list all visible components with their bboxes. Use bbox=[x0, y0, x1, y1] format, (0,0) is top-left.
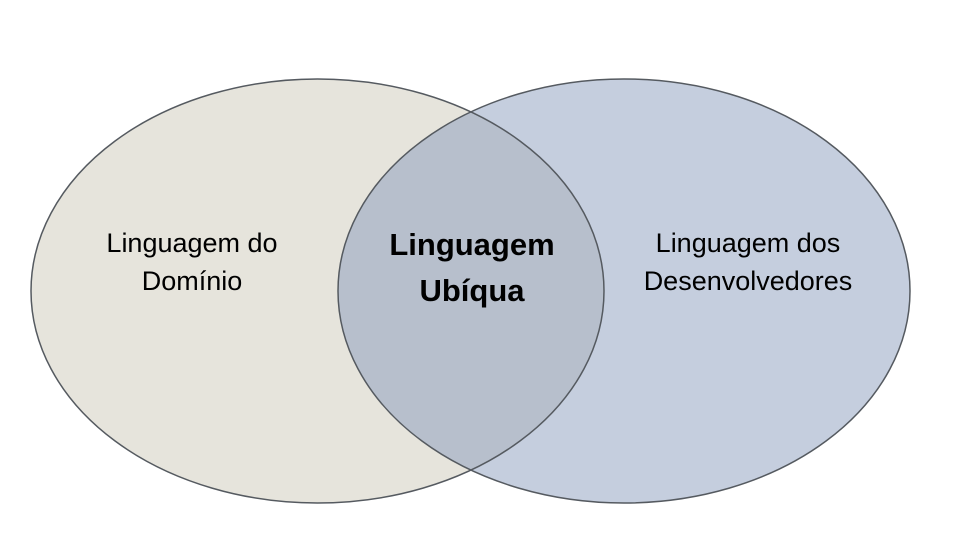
developers-language-label: Linguagem dos Desenvolvedores bbox=[618, 224, 878, 300]
ubiquitous-language-intersection bbox=[338, 79, 604, 503]
developers-language-outline bbox=[337, 78, 911, 504]
domain-language-outline bbox=[30, 78, 605, 504]
ubiquitous-language-label-line-2: Ubíqua bbox=[419, 273, 525, 308]
domain-language-label-line-1: Linguagem do bbox=[106, 228, 278, 258]
ubiquitous-language-label-line-1: Linguagem bbox=[389, 227, 555, 262]
developers-language-label-line-1: Linguagem dos bbox=[655, 228, 841, 258]
domain-language-label-line-2: Domínio bbox=[141, 266, 243, 296]
domain-language-label: Linguagem do Domínio bbox=[72, 224, 312, 300]
developers-language-label-line-2: Desenvolvedores bbox=[643, 266, 853, 296]
ubiquitous-language-label: Linguagem Ubíqua bbox=[355, 222, 589, 314]
